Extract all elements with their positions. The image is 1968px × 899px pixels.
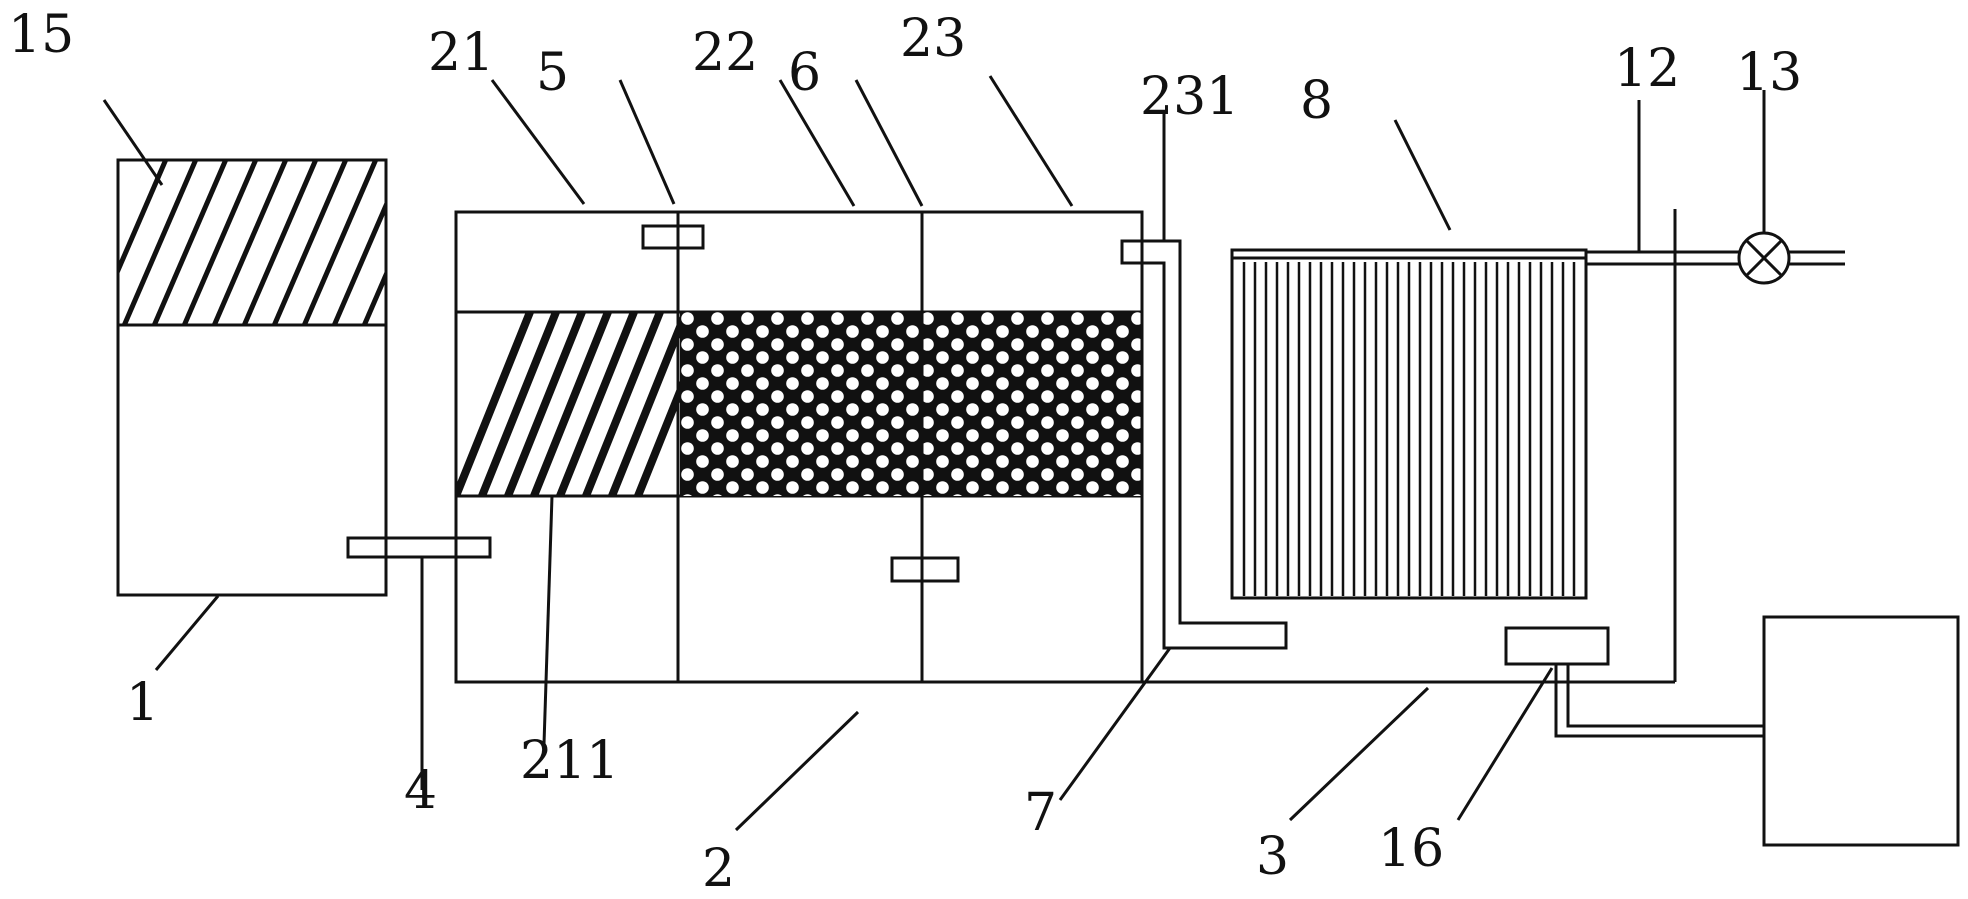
pipe-4 <box>346 536 492 790</box>
aerator-16 <box>1504 626 1764 738</box>
leader-lines <box>102 75 1766 832</box>
valve-13 <box>1737 231 1791 285</box>
membrane-module-8 <box>1230 248 1588 600</box>
label-3: 3 <box>1256 827 1289 887</box>
blower-box <box>1762 615 1960 847</box>
label-16: 16 <box>1378 819 1444 879</box>
labels: 15 21 5 22 6 23 231 8 12 13 1 4 211 2 7 … <box>8 5 1802 899</box>
label-1: 1 <box>126 673 159 733</box>
label-23: 23 <box>900 9 966 69</box>
label-231: 231 <box>1140 67 1239 127</box>
honeycomb-packing <box>680 312 1142 496</box>
label-211: 211 <box>520 731 619 791</box>
pipe-12 <box>1586 250 1845 266</box>
label-8: 8 <box>1300 71 1333 131</box>
tank-3 <box>1142 209 1677 684</box>
label-21: 21 <box>428 23 494 83</box>
label-15: 15 <box>8 5 74 65</box>
opening-5 <box>641 224 705 250</box>
label-12: 12 <box>1614 39 1680 99</box>
reactor-2 <box>454 210 1144 684</box>
label-6: 6 <box>788 43 821 103</box>
label-5: 5 <box>536 43 569 103</box>
tank-1 <box>116 158 388 597</box>
label-4: 4 <box>404 761 437 821</box>
label-7: 7 <box>1024 783 1057 843</box>
packing-211 <box>456 312 680 496</box>
label-2: 2 <box>702 839 735 899</box>
label-22: 22 <box>692 23 758 83</box>
label-13: 13 <box>1736 43 1802 103</box>
pipe-231-7 <box>1120 239 1288 650</box>
opening-6 <box>890 556 960 583</box>
